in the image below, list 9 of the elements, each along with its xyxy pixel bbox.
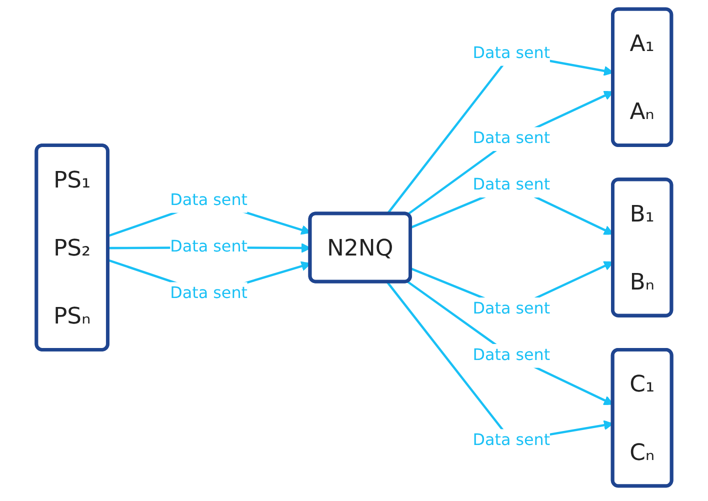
edge-label: Data sent [472, 431, 550, 450]
edge-label: Data sent [472, 44, 550, 62]
edge-label: Data sent [170, 191, 248, 210]
edge-label: Data sent [472, 346, 550, 364]
edge-label: Data sent [170, 238, 248, 256]
edge-label: Data sent [472, 129, 550, 148]
edge-label: Data sent [472, 176, 550, 194]
edge-label: Data sent [472, 300, 550, 318]
edge-label: Data sent [170, 284, 248, 303]
